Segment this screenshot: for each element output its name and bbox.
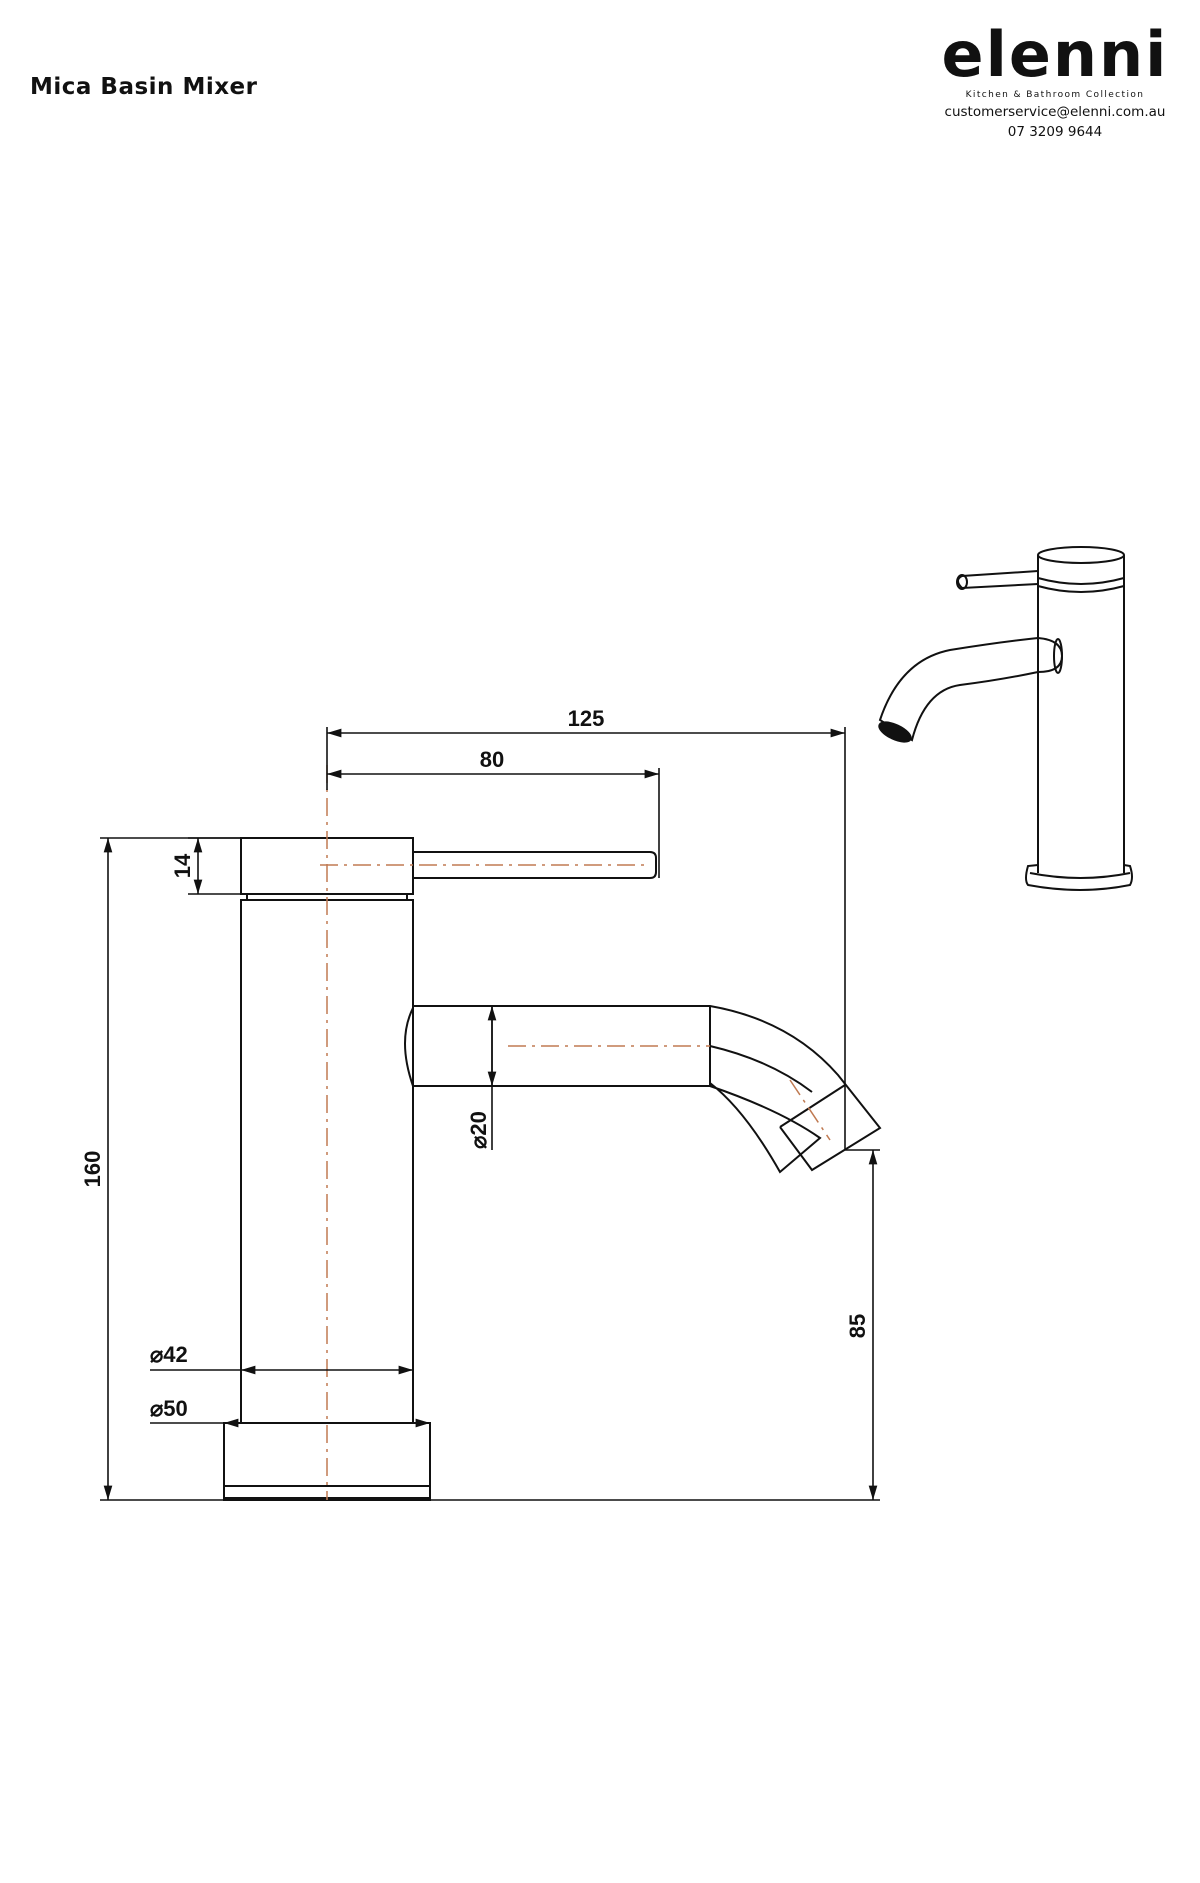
dimension-lines <box>100 727 880 1501</box>
contact-phone: 07 3209 9644 <box>1007 124 1103 140</box>
dim-base-diameter: ⌀50 <box>150 1396 188 1421</box>
product-title: Mica Basin Mixer <box>30 74 258 100</box>
dim-body-diameter: ⌀42 <box>150 1342 188 1367</box>
mixer-elevation <box>223 837 882 1501</box>
dim-handle-height: 14 <box>170 853 195 878</box>
dim-spout-diameter: ⌀20 <box>466 1111 491 1149</box>
brand-tagline: Kitchen & Bathroom Collection <box>965 90 1145 100</box>
spout-outlet <box>878 721 912 743</box>
brand-block: elenni Kitchen & Bathroom Collection cus… <box>920 18 1190 141</box>
centerlines <box>320 765 831 1500</box>
mixer-perspective-sketch <box>878 546 1133 891</box>
dim-total-reach: 125 <box>568 706 605 731</box>
dim-lever-reach: 80 <box>480 747 504 772</box>
contact-email[interactable]: customerservice@elenni.com.au <box>944 104 1166 120</box>
dim-outlet-height: 85 <box>845 1314 870 1338</box>
mixer-lever <box>413 851 657 879</box>
mixer-spout <box>404 1007 822 1174</box>
brand-logo: elenni <box>941 18 1169 91</box>
dim-total-height: 160 <box>80 1151 105 1188</box>
